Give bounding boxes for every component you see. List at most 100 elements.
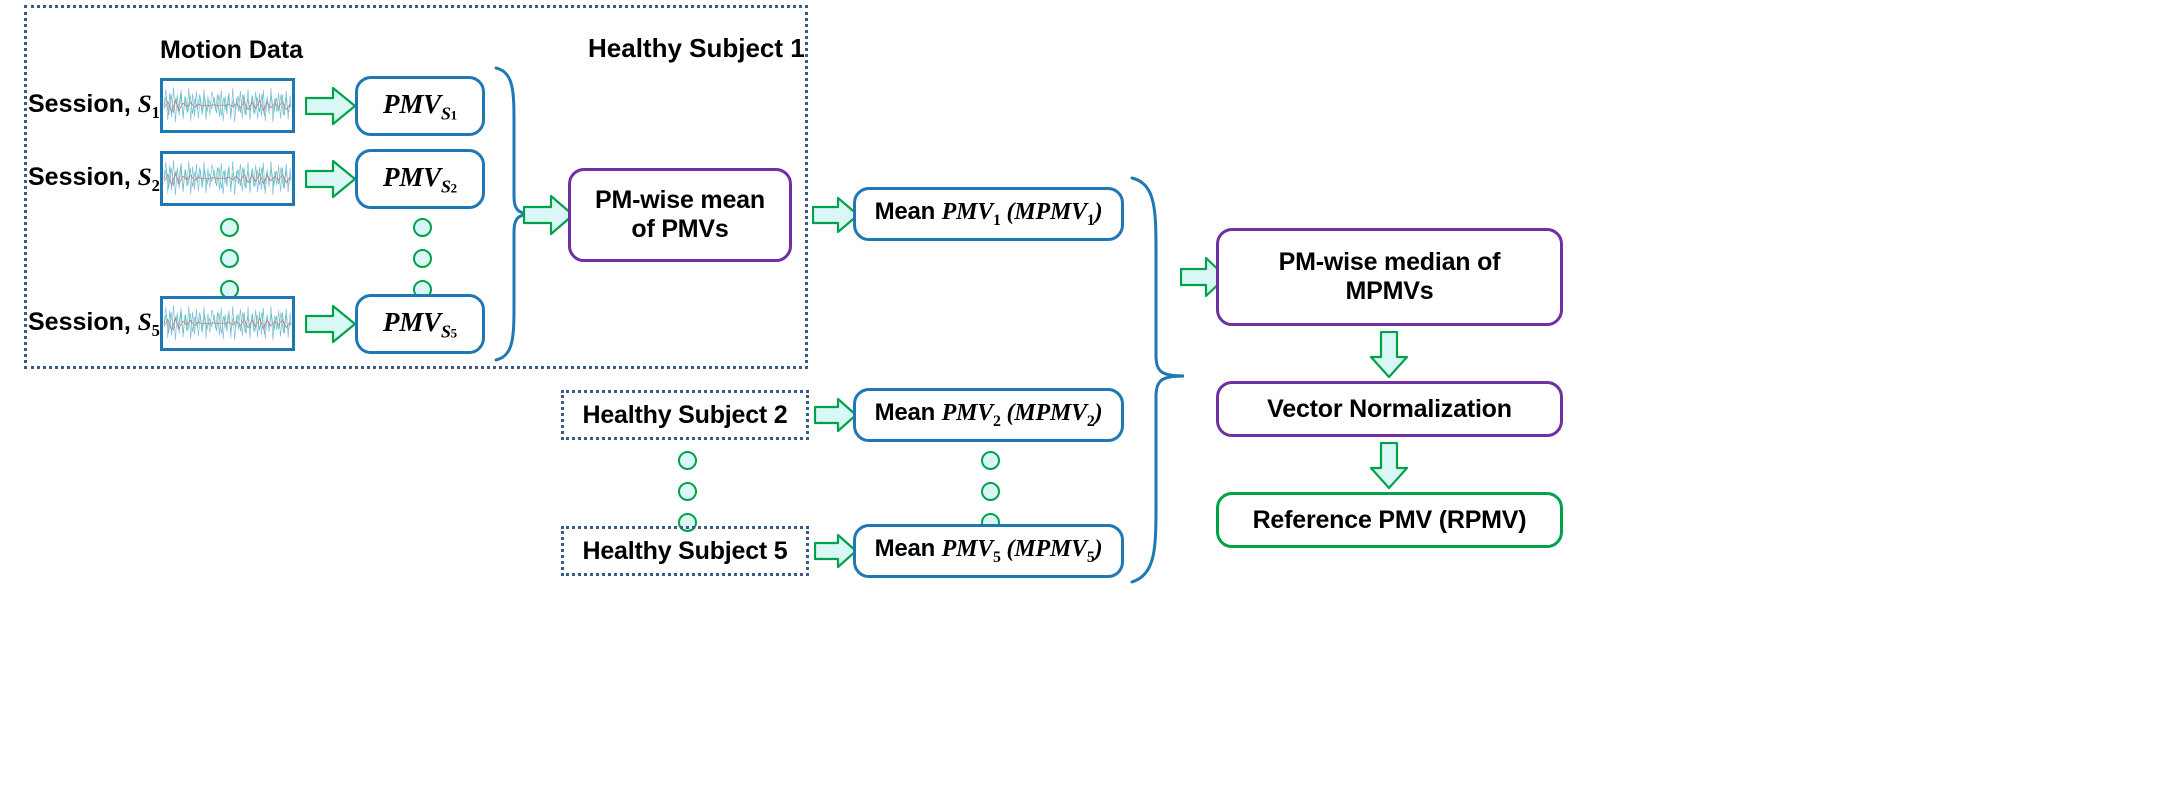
brace-icon <box>1130 176 1185 584</box>
session-label-1-index: 1 <box>151 103 160 122</box>
mean-pmv-5-prefix: Mean <box>874 534 942 562</box>
right-arrow-icon <box>305 86 357 126</box>
session-label-2: Session, S2 <box>28 163 160 196</box>
motion-signal-thumbnail-2 <box>160 151 295 206</box>
session-label-2-symbol: S <box>137 164 152 191</box>
healthy-subject-2-frame[interactable]: Healthy Subject 2 <box>561 390 809 440</box>
healthy-subject-2-label: Healthy Subject 2 <box>582 400 788 429</box>
mean-pmv-1-acronym-sub: 1 <box>1086 211 1095 229</box>
ellipsis-dot <box>413 249 432 268</box>
arrow-session-1-to-pmv-1 <box>305 86 357 126</box>
right-arrow-icon <box>814 397 858 433</box>
mean-pmv-1-base: PMV <box>941 198 994 225</box>
pmv-box-session-5[interactable]: PMVS5 <box>355 294 485 354</box>
pmv-box-2-base: PMV <box>383 161 441 192</box>
mean-pmv-2-sub: 2 <box>993 412 1001 430</box>
mean-pmv-5-paren-close: ) <box>1094 535 1103 562</box>
right-arrow-icon <box>305 304 357 344</box>
session-label-2-index: 2 <box>151 176 160 195</box>
down-arrow-icon <box>1369 331 1409 379</box>
mean-pmv-ellipsis-dots <box>981 451 1000 532</box>
healthy-subject-1-group-frame <box>24 5 808 369</box>
pmv-box-5-sub-index: 5 <box>450 324 457 340</box>
pmv-box-1-base: PMV <box>383 88 441 119</box>
pmv-box-1-sub-index: 1 <box>450 106 457 122</box>
right-arrow-icon <box>305 159 357 199</box>
healthy-subject-5-frame[interactable]: Healthy Subject 5 <box>561 526 809 576</box>
session-label-2-text: Session, <box>28 163 138 191</box>
mean-pmv-5-acronym-sub: 5 <box>1086 548 1095 566</box>
session-label-5-index: 5 <box>151 321 160 340</box>
pm-wise-mean-line-1: PM-wise mean <box>595 186 765 215</box>
session-label-1: Session, S1 <box>28 90 160 123</box>
arrow-normalization-to-reference <box>1369 442 1409 490</box>
arrow-pmvs-to-pm-wise-mean <box>523 194 575 236</box>
healthy-subject-5-label: Healthy Subject 5 <box>582 536 788 565</box>
mean-pmv-2-acronym: MPMV <box>1014 399 1087 426</box>
pmv-box-1-sub-symbol: S <box>440 102 451 123</box>
mean-pmv-2-paren-open: ( <box>1000 399 1015 426</box>
arrow-session-2-to-pmv-2 <box>305 159 357 199</box>
motion-signal-thumbnail-1 <box>160 78 295 133</box>
mean-pmv-5-sub: 5 <box>993 548 1001 566</box>
down-arrow-icon <box>1369 442 1409 490</box>
arrow-pm-wise-mean-to-mpmv-1 <box>812 196 860 234</box>
subject-ellipsis-dots <box>678 451 697 532</box>
signal-plot-icon <box>163 160 292 196</box>
pm-wise-median-line-1: PM-wise median of <box>1278 248 1501 277</box>
pmv-box-5-sub-symbol: S <box>440 320 451 341</box>
mean-pmv-5-base: PMV <box>941 535 994 562</box>
motion-signal-thumbnail-5 <box>160 296 295 351</box>
vector-normalization-label: Vector Normalization <box>1267 394 1512 423</box>
arrow-session-5-to-pmv-5 <box>305 304 357 344</box>
mean-pmv-5-paren-open: ( <box>1000 535 1015 562</box>
pmv-ellipsis-dots <box>413 218 432 299</box>
mean-pmv-2-acronym-sub: 2 <box>1086 412 1095 430</box>
arrow-subject-2-to-mpmv-2 <box>814 397 858 433</box>
mean-pmv-1-paren-open: ( <box>1000 198 1015 225</box>
ellipsis-dot <box>981 451 1000 470</box>
pm-wise-median-box[interactable]: PM-wise median of MPMVs <box>1216 228 1563 326</box>
pmv-box-session-1[interactable]: PMVS1 <box>355 76 485 136</box>
mean-pmv-2-paren-close: ) <box>1094 399 1103 426</box>
right-arrow-icon <box>523 194 575 236</box>
ellipsis-dot <box>413 218 432 237</box>
ellipsis-dot <box>678 482 697 501</box>
pmv-box-2-sub-symbol: S <box>440 175 451 196</box>
ellipsis-dot <box>220 218 239 237</box>
healthy-subject-1-title: Healthy Subject 1 <box>588 33 805 63</box>
mean-pmv-5-acronym: MPMV <box>1014 535 1087 562</box>
pm-wise-mean-line-2: of PMVs <box>631 215 729 243</box>
session-ellipsis-dots <box>220 218 239 299</box>
mean-pmv-2-base: PMV <box>941 399 994 426</box>
mean-pmv-box-2[interactable]: Mean PMV2 (MPMV2) <box>853 388 1124 442</box>
mean-pmv-1-acronym: MPMV <box>1014 198 1087 225</box>
mean-pmv-1-prefix: Mean <box>874 197 942 225</box>
reference-pmv-box[interactable]: Reference PMV (RPMV) <box>1216 492 1563 548</box>
mpmv-gather-brace <box>1128 176 1188 584</box>
right-arrow-icon <box>814 533 858 569</box>
session-label-5-text: Session, <box>28 308 138 336</box>
mean-pmv-1-sub: 1 <box>993 211 1001 229</box>
arrow-median-to-normalization <box>1369 331 1409 379</box>
signal-plot-icon <box>163 305 292 341</box>
vector-normalization-box[interactable]: Vector Normalization <box>1216 381 1563 437</box>
pmv-box-5-base: PMV <box>383 306 441 337</box>
session-label-5-symbol: S <box>137 309 152 336</box>
pm-wise-mean-box[interactable]: PM-wise mean of PMVs <box>568 168 792 262</box>
session-label-5: Session, S5 <box>28 308 160 341</box>
motion-data-heading: Motion Data <box>160 36 304 64</box>
mean-pmv-1-paren-close: ) <box>1094 198 1103 225</box>
signal-plot-icon <box>163 87 292 123</box>
mean-pmv-box-5[interactable]: Mean PMV5 (MPMV5) <box>853 524 1124 578</box>
ellipsis-dot <box>981 482 1000 501</box>
reference-pmv-label: Reference PMV (RPMV) <box>1252 505 1527 534</box>
session-label-1-text: Session, <box>28 90 138 118</box>
mean-pmv-box-1[interactable]: Mean PMV1 (MPMV1) <box>853 187 1124 241</box>
pmv-box-2-sub-index: 2 <box>450 179 457 195</box>
mean-pmv-2-prefix: Mean <box>874 398 942 426</box>
arrow-subject-5-to-mpmv-5 <box>814 533 858 569</box>
pmv-box-session-2[interactable]: PMVS2 <box>355 149 485 209</box>
right-arrow-icon <box>812 196 860 234</box>
